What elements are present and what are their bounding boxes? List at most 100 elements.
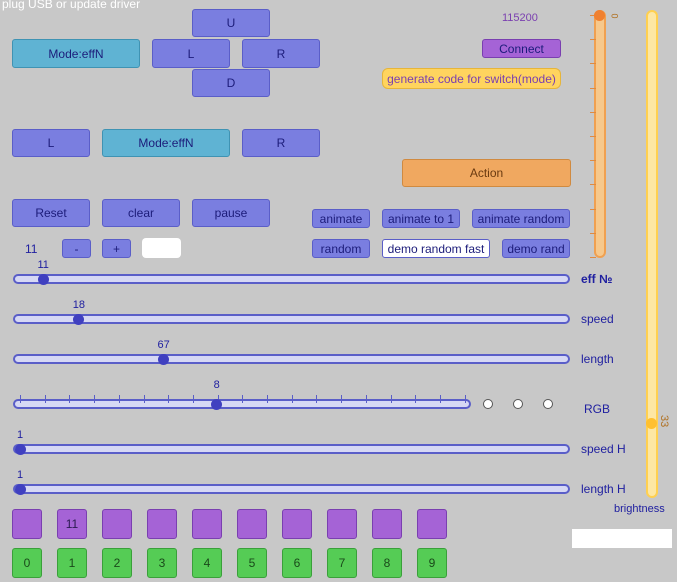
rgb-slider-tick [415, 395, 417, 403]
rgb-slider-tick [118, 395, 120, 403]
vertical-slider-orange-knob[interactable] [594, 10, 605, 21]
radio-option-2[interactable] [513, 399, 523, 409]
speed-h-slider-value: 1 [16, 429, 24, 441]
plus-button[interactable]: + [102, 239, 131, 258]
vertical-slider-tick [590, 184, 596, 186]
minus-button[interactable]: - [62, 239, 91, 258]
length-h-slider-value: 1 [16, 469, 24, 481]
speed-slider-track[interactable] [13, 314, 570, 324]
length-h-slider-track[interactable] [13, 484, 570, 494]
speed-slider-knob[interactable] [73, 314, 85, 325]
speed-h-slider-track[interactable] [13, 444, 570, 454]
green-square-5[interactable]: 5 [237, 548, 267, 578]
rgb-slider-tick [464, 395, 466, 403]
green-square-2[interactable]: 2 [102, 548, 132, 578]
mode-button-middle[interactable]: Mode:effN [102, 129, 230, 157]
rgb-slider-tick [143, 395, 145, 403]
brightness-slider-value: 33 [658, 415, 670, 428]
vertical-slider-orange-value: 0 [609, 13, 620, 19]
length-slider-track[interactable] [13, 354, 570, 364]
green-square-7[interactable]: 7 [327, 548, 357, 578]
eff-slider-track[interactable] [13, 274, 570, 284]
rgb-slider-tick [439, 395, 441, 403]
counter-value: 11 [25, 242, 38, 256]
clear-button[interactable]: clear [102, 199, 180, 227]
rgb-slider-tick [316, 395, 318, 403]
length-h-slider-knob[interactable] [14, 484, 26, 495]
green-square-4[interactable]: 4 [192, 548, 222, 578]
rgb-slider-tick [365, 395, 367, 403]
rgb-slider-tick [94, 395, 96, 403]
value-input-field[interactable] [142, 238, 181, 258]
speed-slider-value: 18 [72, 299, 85, 311]
green-square-3[interactable]: 3 [147, 548, 177, 578]
mode-button-top[interactable]: Mode:effN [12, 39, 140, 68]
brightness-slider-track[interactable] [646, 10, 658, 498]
green-square-1[interactable]: 1 [57, 548, 87, 578]
green-square-9[interactable]: 9 [417, 548, 447, 578]
generate-code-button[interactable]: generate code for switch(mode) [382, 68, 561, 89]
left-button[interactable]: L [12, 129, 90, 157]
random-button[interactable]: random [312, 239, 370, 258]
vertical-slider-tick [590, 208, 596, 210]
dpad-right-button[interactable]: R [242, 39, 320, 68]
brightness-label: brightness [614, 503, 665, 515]
output-field[interactable] [572, 529, 672, 548]
radio-option-3[interactable] [543, 399, 553, 409]
demo-random-fast-button[interactable]: demo random fast [382, 239, 490, 258]
purple-square-7[interactable] [327, 509, 357, 539]
dpad-up-button[interactable]: U [192, 9, 270, 37]
green-square-8[interactable]: 8 [372, 548, 402, 578]
rgb-slider-tick [192, 395, 194, 403]
purple-square-9[interactable] [417, 509, 447, 539]
vertical-slider-tick [590, 39, 596, 41]
vertical-slider-tick [590, 63, 596, 65]
purple-square-1[interactable]: 11 [57, 509, 87, 539]
green-square-6[interactable]: 6 [282, 548, 312, 578]
speed-h-slider-label: speed H [581, 442, 626, 456]
vertical-slider-tick [590, 111, 596, 113]
dpad-down-button[interactable]: D [192, 69, 270, 97]
pause-button[interactable]: pause [192, 199, 270, 227]
demo-rand-button[interactable]: demo rand [502, 239, 570, 258]
rgb-slider-tick [267, 395, 268, 403]
rgb-slider-track[interactable] [13, 399, 471, 409]
purple-square-3[interactable] [147, 509, 177, 539]
rgb-slider-tick [390, 395, 392, 403]
connect-button[interactable]: Connect [482, 39, 561, 58]
right-button[interactable]: R [242, 129, 320, 157]
animate-button[interactable]: animate [312, 209, 370, 228]
green-square-0[interactable]: 0 [12, 548, 42, 578]
dpad-left-button[interactable]: L [152, 39, 230, 68]
status-text: plug USB or update driver [2, 0, 141, 11]
purple-square-6[interactable] [282, 509, 312, 539]
purple-square-0[interactable] [12, 509, 42, 539]
vertical-slider-orange-track[interactable] [594, 10, 606, 258]
eff-slider-label: eff № [581, 272, 613, 286]
vertical-slider-tick [590, 160, 596, 162]
rgb-slider-knob[interactable] [211, 399, 223, 410]
purple-square-2[interactable] [102, 509, 132, 539]
purple-square-5[interactable] [237, 509, 267, 539]
length-slider-knob[interactable] [158, 354, 170, 365]
purple-square-8[interactable] [372, 509, 402, 539]
baud-rate-label: 115200 [502, 12, 538, 24]
animate-random-button[interactable]: animate random [472, 209, 570, 228]
reset-button[interactable]: Reset [12, 199, 90, 227]
rgb-slider-tick [44, 395, 46, 403]
rgb-slider-label: RGB [584, 402, 611, 416]
eff-slider-knob[interactable] [37, 274, 49, 285]
purple-square-4[interactable] [192, 509, 222, 539]
animate-to-1-button[interactable]: animate to 1 [382, 209, 460, 228]
speed-h-slider-knob[interactable] [14, 444, 26, 455]
rgb-slider-tick [20, 395, 21, 403]
rgb-slider-tick [341, 395, 343, 403]
vertical-slider-tick [590, 15, 596, 16]
speed-slider-label: speed [581, 312, 614, 326]
action-button[interactable]: Action [402, 159, 571, 187]
radio-option-1[interactable] [483, 399, 493, 409]
length-slider-label: length [581, 352, 614, 366]
rgb-slider-tick [242, 395, 244, 403]
brightness-slider-knob[interactable] [646, 417, 657, 429]
rgb-slider-tick [168, 395, 170, 403]
